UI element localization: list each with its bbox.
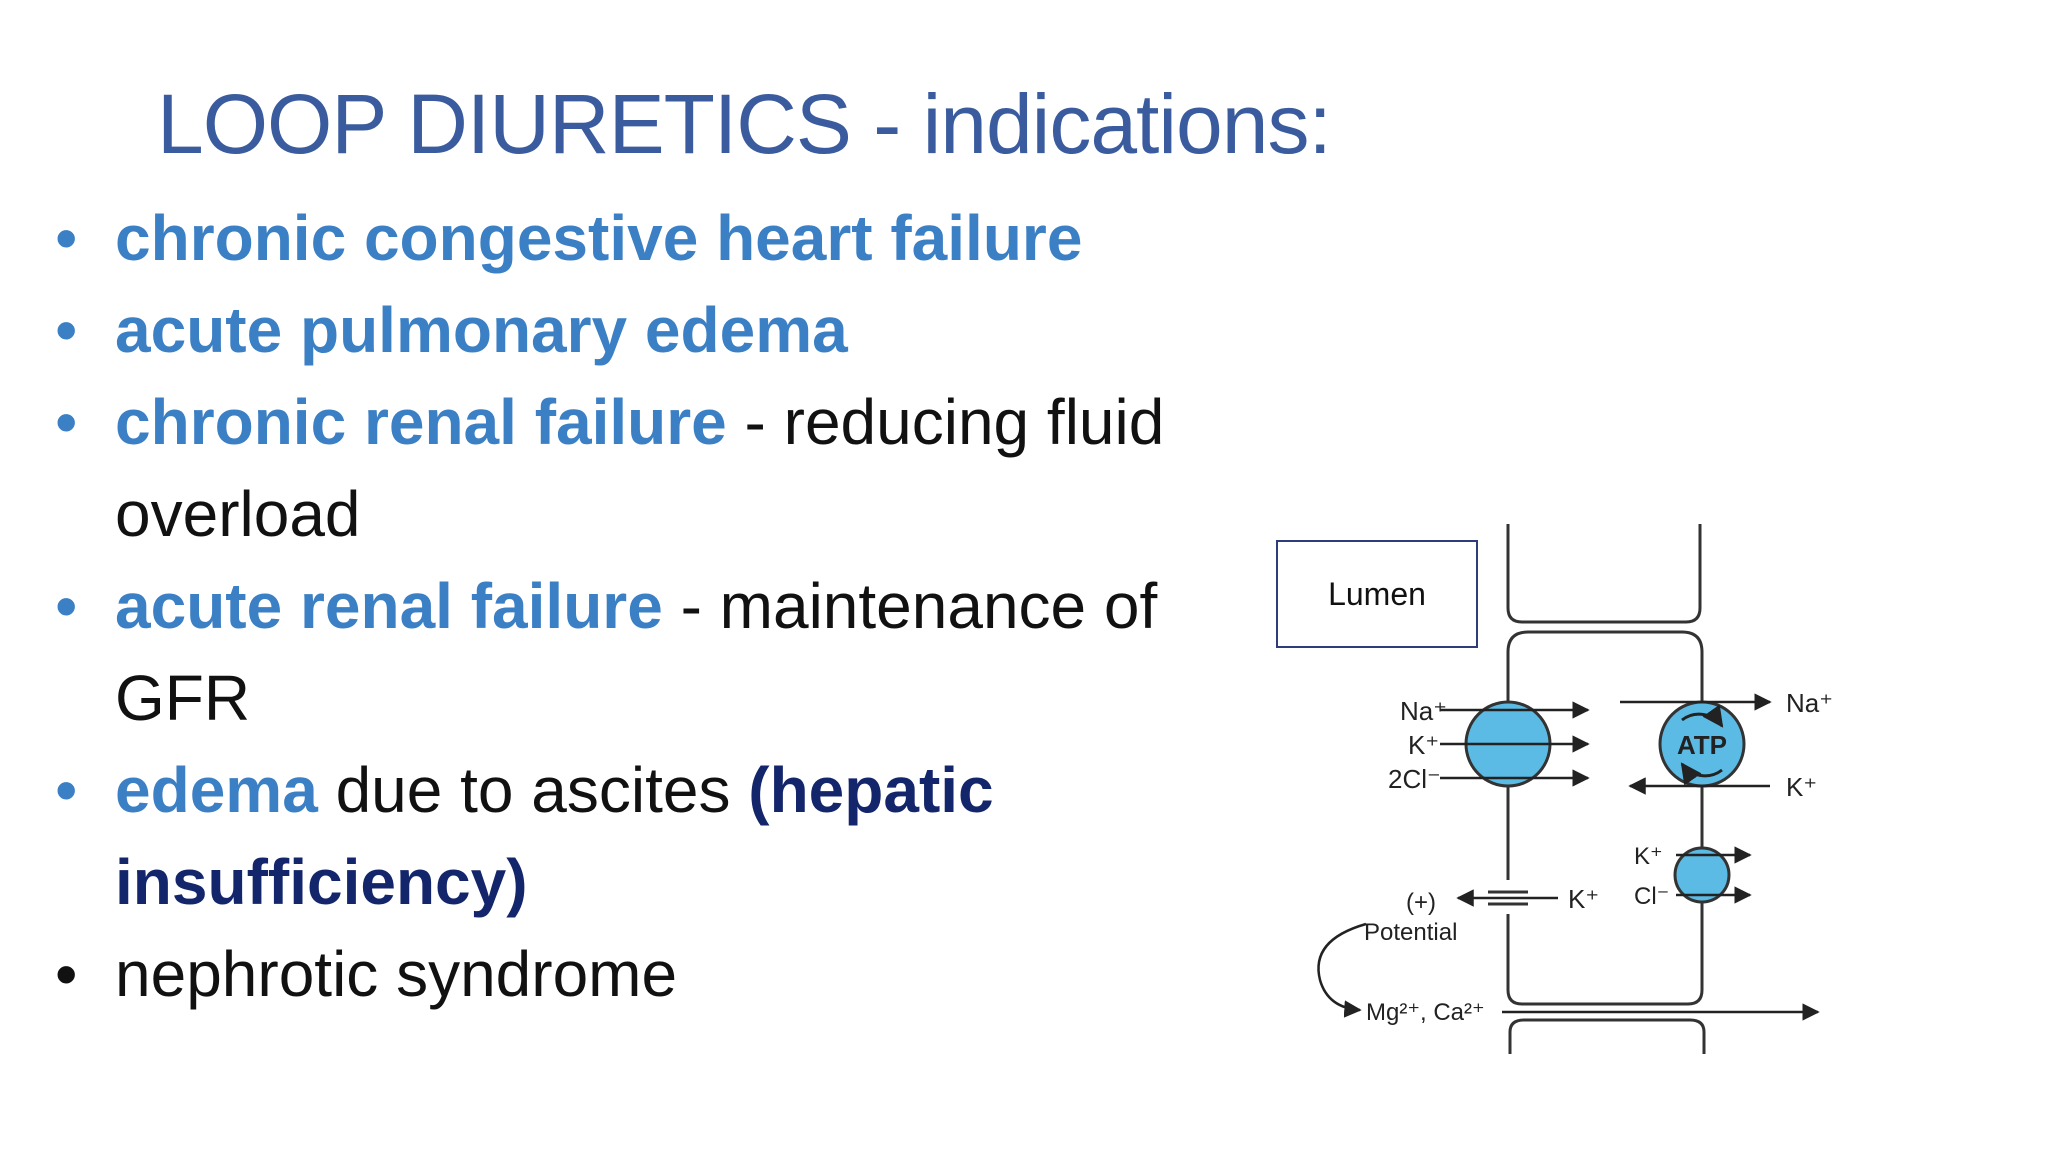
bullet-item: • chronic renal failure - reducing fluid … bbox=[55, 376, 1275, 560]
bullet-item: • acute pulmonary edema bbox=[55, 284, 1275, 376]
bullet-dot: • bbox=[55, 294, 78, 366]
bullet-text-segment: chronic congestive heart failure bbox=[115, 202, 1083, 274]
bullet-dot: • bbox=[55, 754, 78, 826]
bullet-text-segment: nephrotic syndrome bbox=[115, 938, 678, 1010]
k-right-label: K⁺ bbox=[1786, 772, 1817, 802]
bullet-item: • edema due to ascites (hepatic insuffici… bbox=[55, 744, 1275, 928]
loop-of-henle-transport-diagram: Na⁺ K⁺ 2Cl⁻ ATP Na⁺ K⁺ K⁺ (+) Potential … bbox=[1317, 524, 1833, 1054]
bullet-text-segment: acute pulmonary edema bbox=[115, 294, 848, 366]
atp-label: ATP bbox=[1677, 730, 1727, 760]
lumen-upper-cell-outline bbox=[1506, 524, 1702, 624]
bullet-item: • acute renal failure - maintenance of GF… bbox=[55, 560, 1275, 744]
bullet-text-segment: chronic renal failure bbox=[115, 386, 727, 458]
bullet-dot: • bbox=[55, 386, 78, 458]
bullet-item: • chronic congestive heart failure bbox=[55, 192, 1275, 284]
bullet-text-segment: - reducing fluid overload bbox=[115, 386, 1165, 550]
potential-label: Potential bbox=[1364, 919, 1457, 946]
bullet-text-segment: (hepatic insufficiency) bbox=[115, 754, 994, 918]
bullet-text-segment: due to ascites bbox=[317, 754, 749, 826]
bullet-text-segment: - maintenance of GFR bbox=[115, 570, 1158, 734]
slide-title: LOOP DIURETICS - indications: bbox=[157, 77, 1332, 171]
cl-left-label: 2Cl⁻ bbox=[1388, 764, 1441, 794]
lumen-label-box: Lumen bbox=[1276, 540, 1478, 648]
k-channel-label: K⁺ bbox=[1568, 884, 1599, 914]
cl-lower-right-label: Cl⁻ bbox=[1634, 883, 1669, 910]
bullet-item: • nephrotic syndrome bbox=[55, 928, 1275, 1020]
k-left-label: K⁺ bbox=[1408, 730, 1439, 760]
potential-sign: (+) bbox=[1406, 889, 1436, 916]
bullet-dot: • bbox=[55, 202, 78, 274]
na-right-label: Na⁺ bbox=[1786, 688, 1833, 718]
lumen-label: Lumen bbox=[1328, 575, 1426, 612]
bullet-text-segment: edema bbox=[115, 754, 318, 826]
lower-cell-outline bbox=[1508, 1018, 1706, 1054]
bullet-list: • chronic congestive heart failure • acute … bbox=[55, 192, 1275, 1020]
epithelial-cell-outline bbox=[1506, 630, 1704, 746]
cell-bottom-outline bbox=[1506, 989, 1704, 1006]
bullet-dot: • bbox=[55, 938, 78, 1010]
bullet-dot: • bbox=[55, 570, 78, 642]
kcl-cotransporter bbox=[1673, 846, 1731, 904]
na-left-label: Na⁺ bbox=[1400, 696, 1447, 726]
k-lower-right-label: K⁺ bbox=[1634, 843, 1663, 870]
bullet-text-segment: acute renal failure bbox=[115, 570, 663, 642]
divalent-cations-label: Mg²⁺, Ca²⁺ bbox=[1366, 999, 1485, 1026]
